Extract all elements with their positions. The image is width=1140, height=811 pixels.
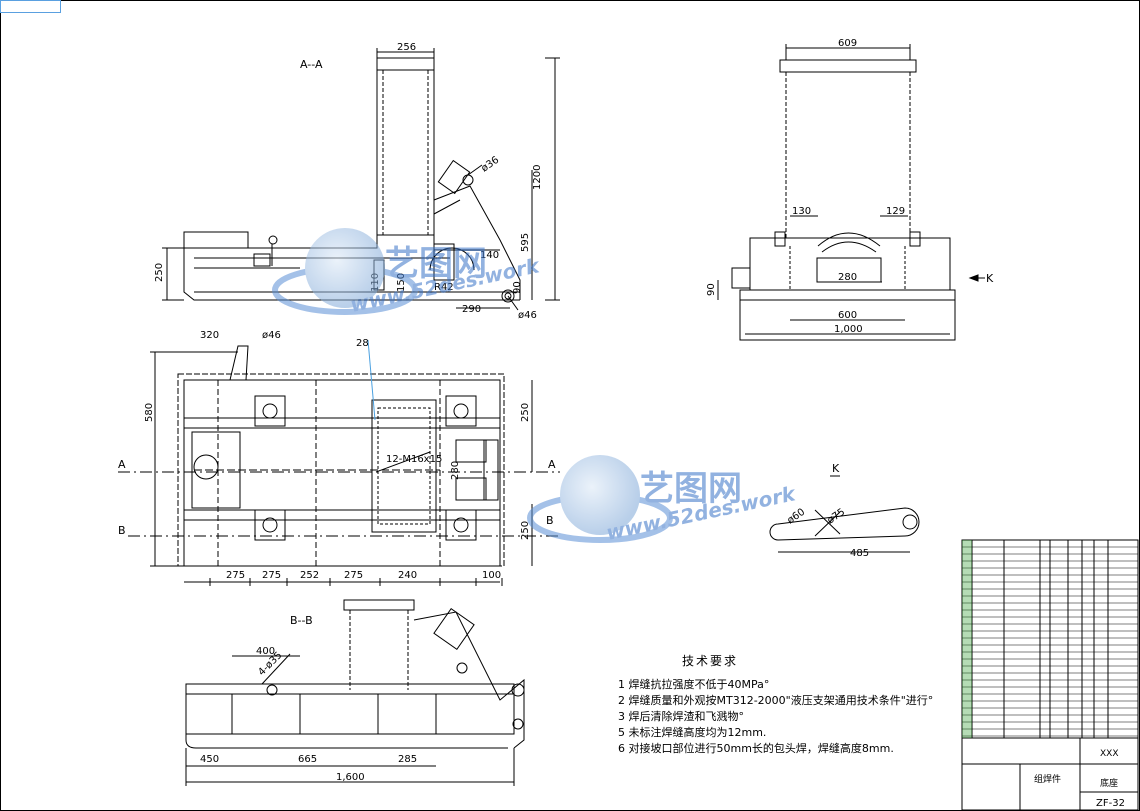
dim-plan-28: 28 <box>356 338 369 349</box>
plan-bottom-dim: 252 <box>300 570 319 581</box>
requirement-line: 3 焊后清除焊渣和飞溅物° <box>618 710 744 723</box>
dim-aa-595: 595 <box>520 233 531 252</box>
section-aa-view <box>162 48 560 311</box>
watermark-bottom: 艺图网 www.52des.work <box>527 455 799 545</box>
dim-aa-r42: R42 <box>434 282 454 293</box>
label-b-right: B <box>546 514 554 527</box>
title-block-part-name: 底座 <box>1100 777 1118 789</box>
dim-side-1000: 1,000 <box>834 324 863 335</box>
title-block-label: 组焊件 <box>1034 773 1061 785</box>
dim-aa-290: 290 <box>462 304 481 315</box>
technical-requirements-title: 技术要求 <box>682 654 739 668</box>
dim-side-600: 600 <box>838 310 857 321</box>
title-block-drawing-no: ZF-32 <box>1096 798 1125 809</box>
dim-aa-150: 150 <box>396 273 407 292</box>
label-bb: B--B <box>290 614 313 627</box>
watermark-brand-top: 艺图网 <box>385 244 487 284</box>
dim-k-485: 485 <box>850 548 869 559</box>
dim-aa-90: 90 <box>512 281 523 294</box>
dim-plan-320: 320 <box>200 330 219 341</box>
requirement-line: 5 未标注焊缝高度均为12mm. <box>618 726 767 739</box>
plan-bottom-dims: 275 275 252 275 240 100 <box>226 570 501 581</box>
dim-aa-d46: ø46 <box>518 310 537 321</box>
dim-side-130: 130 <box>792 206 811 217</box>
dim-aa-height: 1200 <box>532 165 543 190</box>
label-aa: A--A <box>300 58 323 71</box>
corner-mark <box>0 0 61 13</box>
dim-plan-d46: ø46 <box>262 330 281 341</box>
dim-aa-top: 256 <box>397 42 416 53</box>
section-bb-view <box>185 599 525 786</box>
dim-aa-250: 250 <box>154 263 165 282</box>
dim-side-90: 90 <box>706 283 717 296</box>
dim-side-129: 129 <box>886 206 905 217</box>
dim-plan-holes: 12-M16x15 <box>386 454 442 465</box>
label-b-left: B <box>118 524 126 537</box>
label-k-arrow: K <box>986 272 994 285</box>
label-k: K <box>832 462 840 475</box>
dim-side-280: 280 <box>838 272 857 283</box>
plan-bottom-dim: 240 <box>398 570 417 581</box>
plan-bottom-dim: 275 <box>226 570 245 581</box>
requirement-line: 6 对接坡口部位进行50mm长的包头焊，焊缝高度8mm. <box>618 742 894 755</box>
dim-plan-580: 580 <box>144 403 155 422</box>
dim-plan-250a: 250 <box>520 403 531 422</box>
dim-bb-400: 400 <box>256 646 275 657</box>
title-block <box>961 539 1139 811</box>
dim-k-d75: ø75 <box>825 507 847 527</box>
dim-aa-d36: ø36 <box>479 155 501 175</box>
dim-plan-250b: 250 <box>520 521 531 540</box>
dim-plan-280: 280 <box>450 461 461 480</box>
dim-bb-665: 665 <box>298 754 317 765</box>
watermark-brand-bottom: 艺图网 <box>640 469 742 509</box>
requirement-line: 2 焊缝质量和外观按MT312-2000"液压支架通用技术条件"进行° <box>618 694 934 707</box>
label-a-left: A <box>118 458 126 471</box>
dim-aa-140: 140 <box>480 250 499 261</box>
watermark-top: 艺图网 www.52des.work <box>272 228 543 317</box>
dim-bb-1600: 1,600 <box>336 772 365 783</box>
dim-bb-450: 450 <box>200 754 219 765</box>
title-block-designer: XXX <box>1100 749 1119 759</box>
k-view <box>769 475 920 553</box>
dim-side-609: 609 <box>838 38 857 49</box>
label-a-right: A <box>548 458 556 471</box>
plan-view <box>118 345 560 586</box>
dim-k-d60: ø60 <box>785 507 807 527</box>
dim-bb-285: 285 <box>398 754 417 765</box>
plan-bottom-dim: 275 <box>344 570 363 581</box>
side-view <box>717 44 985 341</box>
plan-bottom-dim: 275 <box>262 570 281 581</box>
bom-table <box>962 539 1138 738</box>
plan-bottom-dim: 100 <box>482 570 501 581</box>
requirement-line: 1 焊缝抗拉强度不低于40MPa° <box>618 678 770 691</box>
